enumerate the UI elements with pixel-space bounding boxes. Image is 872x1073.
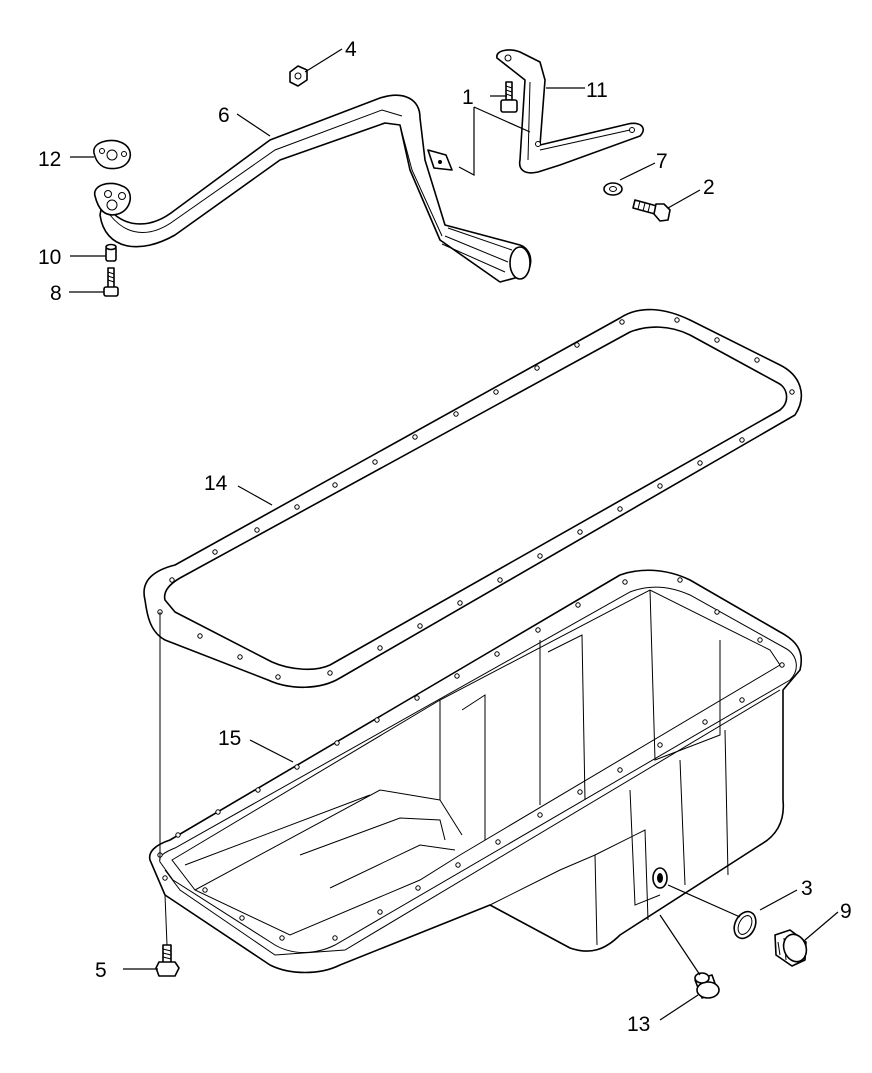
bolt-small — [103, 267, 119, 297]
callout-1: 1 — [462, 86, 474, 109]
callout-9: 9 — [840, 900, 852, 923]
callout-10: 10 — [38, 246, 61, 269]
callout-4: 4 — [345, 38, 357, 61]
pan-bolt-holes — [157, 577, 785, 941]
drain-plug — [774, 929, 808, 967]
callout-2: 2 — [703, 176, 715, 199]
leader-lines — [69, 48, 839, 1021]
callout-13: 13 — [627, 1013, 650, 1036]
pipe-gasket — [93, 139, 132, 170]
pan-bolt — [155, 894, 180, 977]
suction-pipe — [94, 94, 532, 283]
gasket-bolt-holes — [157, 317, 795, 680]
pan-plug — [694, 972, 720, 999]
callout-numbers: 1 2 3 4 5 6 7 8 9 10 11 12 13 14 15 — [38, 38, 852, 1036]
callout-3: 3 — [801, 877, 813, 900]
o-ring — [733, 910, 757, 940]
washer — [603, 182, 623, 196]
callout-12: 12 — [38, 148, 61, 171]
bracket-bolt-horizontal — [632, 199, 671, 222]
spacer — [105, 243, 117, 262]
callout-7: 7 — [656, 150, 668, 173]
nut — [289, 65, 308, 87]
callout-15: 15 — [218, 727, 241, 750]
bracket-bolt — [500, 81, 518, 113]
callout-6: 6 — [218, 104, 230, 127]
oil-pan — [148, 569, 802, 974]
callout-14: 14 — [204, 472, 228, 495]
callout-8: 8 — [50, 282, 62, 305]
pipe-bracket — [496, 49, 644, 174]
callout-5: 5 — [95, 959, 107, 982]
oil-pan-gasket — [143, 308, 803, 689]
callout-11: 11 — [586, 79, 608, 102]
